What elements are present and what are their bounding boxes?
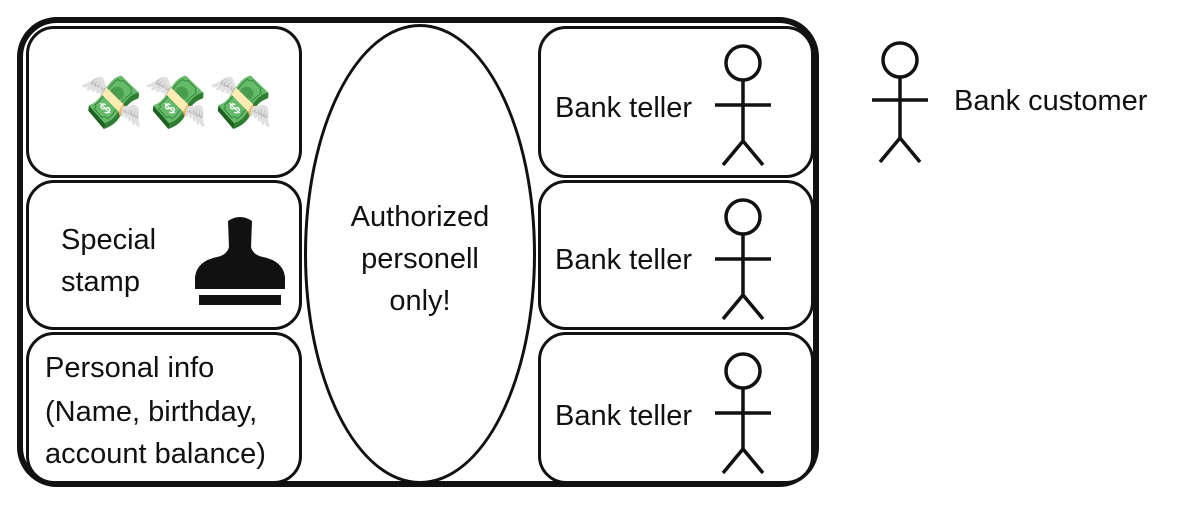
teller-figure-icon: [715, 44, 771, 167]
teller-box: Bank teller: [538, 26, 814, 178]
info-line3: account balance): [45, 438, 266, 470]
teller-label: Bank teller: [555, 244, 693, 276]
teller-figure-icon: [715, 352, 771, 475]
customer-figure-icon: [872, 41, 928, 164]
restricted-area-ellipse: [304, 24, 536, 484]
restricted-line3: only!: [389, 285, 451, 317]
teller-figure-icon: [715, 198, 771, 321]
restricted-line1: Authorized: [350, 201, 490, 233]
stamp-label-line1: Special: [61, 224, 157, 256]
money-box: 💸💸💸: [26, 26, 302, 178]
customer-label: Bank customer: [954, 85, 1148, 117]
restricted-line2: personell: [361, 243, 479, 275]
restricted-area-label: Authorized personell only!: [304, 196, 536, 322]
teller-label: Bank teller: [555, 400, 693, 432]
teller-box: Bank teller: [538, 180, 814, 330]
personal-info-box: Personal info (Name, birthday, account b…: [26, 332, 302, 484]
info-line1: Personal info: [45, 352, 215, 384]
teller-box: Bank teller: [538, 332, 814, 484]
money-with-wings-icon: 💸💸💸: [79, 74, 274, 132]
stamp-icon: [195, 217, 285, 305]
info-line2: (Name, birthday,: [45, 396, 258, 428]
stamp-label-line2: stamp: [61, 266, 140, 298]
stamp-box: Special stamp: [26, 180, 302, 330]
bank-building: [17, 17, 819, 487]
teller-label: Bank teller: [555, 92, 693, 124]
